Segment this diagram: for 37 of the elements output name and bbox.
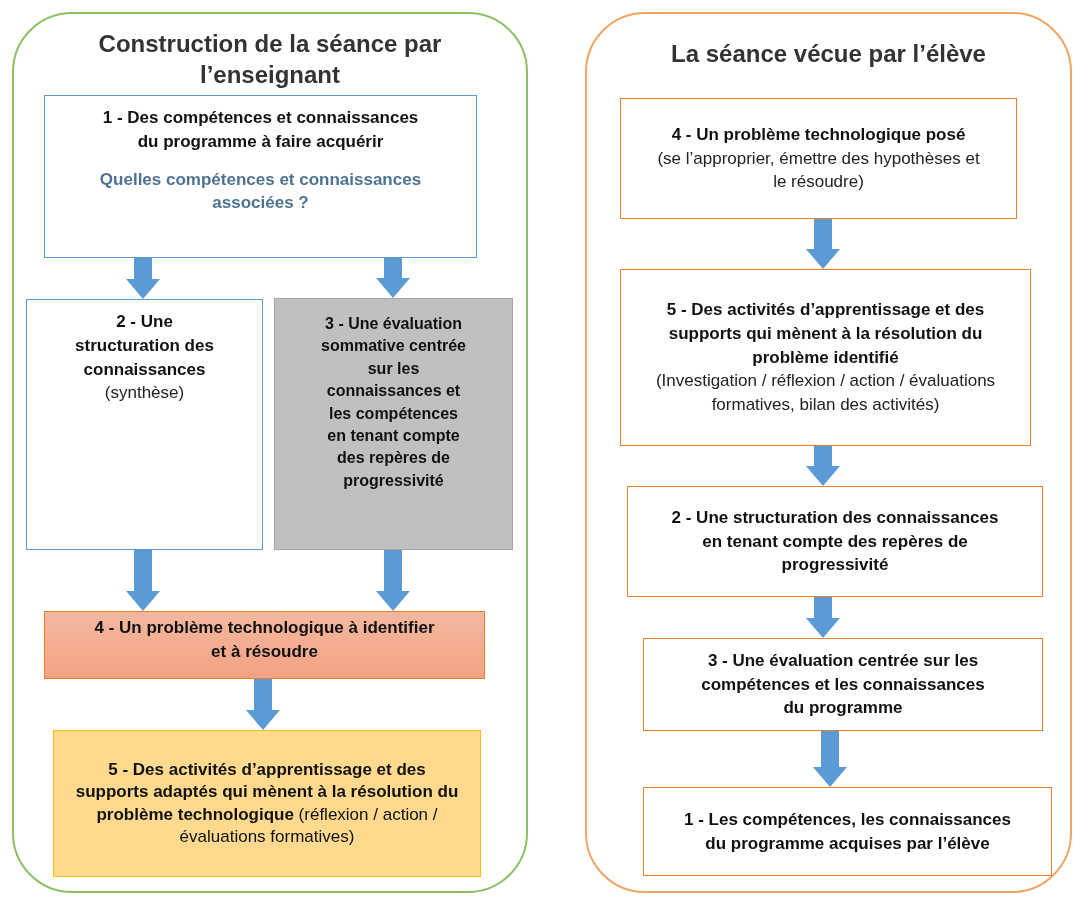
- step-box: [44, 95, 477, 258]
- block-arrow: [806, 597, 840, 638]
- step-title: 2 - Une structuration des connaissances: [74, 311, 215, 381]
- step-title: 1 - Les compétences, les connaissances du programme acquises par l’élève: [684, 808, 1011, 855]
- panel-title: La séance vécue par l’élève: [670, 39, 987, 69]
- step-text: 5 - Des activités d’apprentissage et des supports adaptés qui mènent à la résolution du problème technologique (réflexion / action / évaluations formatives): [74, 759, 460, 848]
- step-title: 3 - Une évaluation centrée sur les compétences et les connaissances du programme: [700, 649, 986, 720]
- panel: [585, 12, 1072, 893]
- block-arrow: [376, 550, 410, 611]
- panel-title: Construction de la séance par l’enseignant: [97, 29, 443, 91]
- step-title: 3 - Une évaluation sommative centrée sur les connaissances et les compétences en tenant compte des repères de progressivité: [320, 314, 467, 491]
- step-note: (se l’approprier, émettre des hypothèses et le résoudre): [656, 147, 981, 194]
- step-box: [53, 730, 481, 877]
- step-title: 5 - Des activités d’apprentissage et des supports qui mènent à la résolution du problème identifié: [665, 299, 986, 369]
- step-box: [620, 98, 1017, 219]
- step-title: 1 - Des compétences et connaissances du programme à faire acquérir: [101, 107, 420, 153]
- panel: [12, 12, 528, 893]
- step-box: [26, 299, 263, 550]
- step-note: (synthèse): [104, 382, 185, 405]
- step-title: 4 - Un problème technologique à identifier et à résoudre: [93, 617, 436, 663]
- step-title: 4 - Un problème technologique posé: [671, 123, 966, 146]
- block-arrow: [126, 550, 160, 611]
- block-arrow: [813, 731, 847, 787]
- step-box: [620, 269, 1031, 446]
- step-box: [44, 611, 485, 679]
- block-arrow: [376, 258, 410, 298]
- step-box: [627, 486, 1043, 597]
- block-arrow: [806, 446, 840, 486]
- step-box: [643, 638, 1043, 731]
- step-title: 2 - Une structuration des connaissances en tenant compte des repères de progressivité: [670, 506, 1000, 577]
- step-note: (Investigation / réflexion / action / évaluations formatives, bilan des activités): [654, 370, 997, 417]
- step-box: [643, 787, 1052, 876]
- question-text: Quelles compétences et connaissances associées ?: [98, 168, 423, 215]
- block-arrow: [246, 679, 280, 730]
- block-arrow: [806, 219, 840, 269]
- block-arrow: [126, 258, 160, 299]
- step-box: [274, 298, 513, 550]
